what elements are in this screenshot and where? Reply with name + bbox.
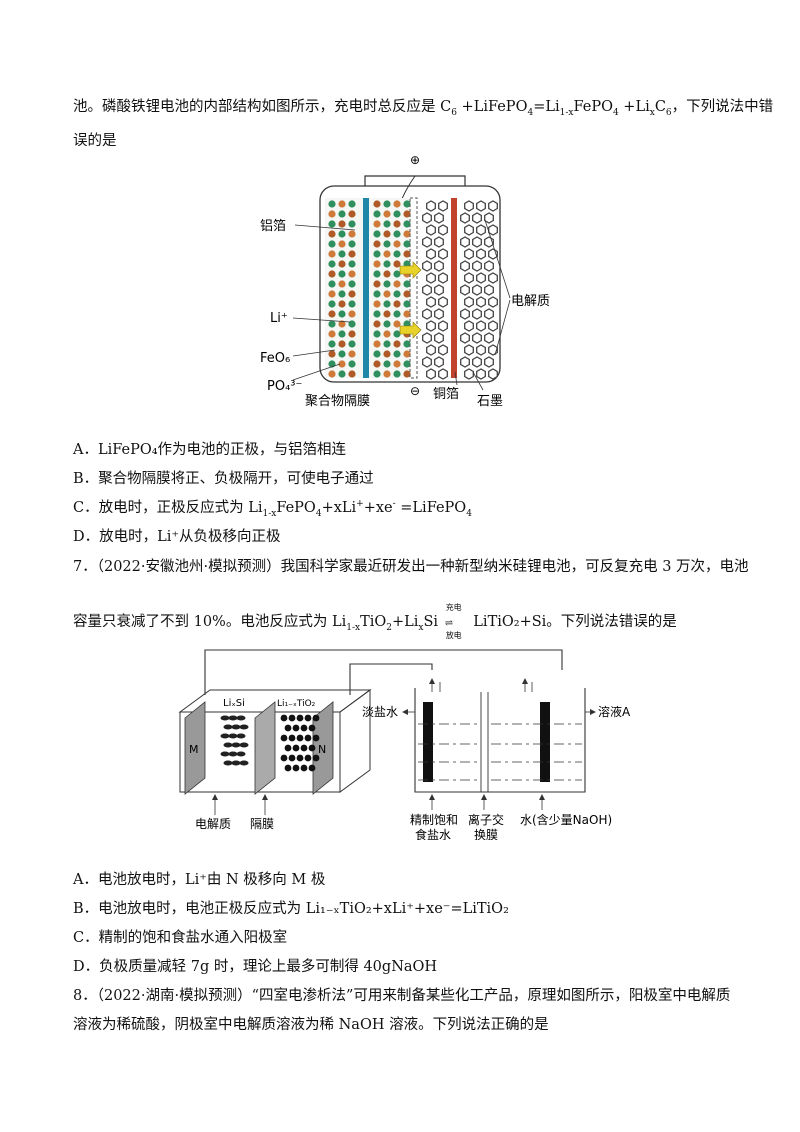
- refined-brine-label-2: 食盐水: [415, 827, 451, 840]
- electrolyte-label: 电解质: [511, 294, 550, 309]
- separator-label: 隔膜: [250, 817, 274, 831]
- electrolyte-label: 电解质: [195, 817, 231, 831]
- separator-label: 聚合物隔膜: [305, 394, 370, 409]
- q7-option-b: B．电池放电时，电池正极反应式为 Li₁₋ₓTiO₂+xLi⁺+xe⁻=LiTi…: [73, 901, 509, 917]
- q8-stem-line-1: 8．（2022·湖南·模拟预测）“四室电渗析法”可用来制备某些化工产品，原理如图…: [73, 988, 731, 1004]
- po4-label: PO₄³⁻: [267, 379, 302, 394]
- li1xtio2-label: Li₁₋ₓTiO₂: [277, 699, 316, 709]
- li-ion-label: Li⁺: [270, 311, 288, 326]
- n-electrode-label: N: [318, 743, 326, 756]
- solution-a-label: 溶液A: [598, 704, 630, 719]
- graphite-label: 石墨: [477, 394, 503, 409]
- ion-membrane-label-1: 离子交: [468, 812, 504, 827]
- q7-option-a: A．电池放电时，Li⁺由 N 极移向 M 极: [73, 872, 326, 888]
- aluminium-foil: [363, 198, 369, 378]
- q7-stem-line-1: 7．（2022·安徽池州·模拟预测）我国科学家最近研发出一种新型纳米硅锂电池，可…: [73, 559, 749, 575]
- water-label: 水(含少量NaOH): [520, 812, 612, 827]
- lixsi-label: LiₓSi: [223, 698, 245, 709]
- q8-stem-line-2: 溶液为稀硫酸，阴极室中电解质溶液为稀 NaOH 溶液。下列说法正确的是: [73, 1017, 549, 1033]
- dilute-brine-label: 淡盐水: [362, 705, 398, 719]
- q6-option-d: D．放电时，Li⁺从负极移向正极: [73, 529, 281, 545]
- copper-foil: [451, 198, 457, 378]
- minus-terminal-icon: ⊖: [410, 384, 420, 398]
- polymer-separator: [409, 197, 418, 379]
- m-electrode-label: M: [189, 743, 199, 756]
- q6-intro-line-1: 池。磷酸铁锂电池的内部结构如图所示，充电时总反应是 C6 +LiFePO4=Li…: [73, 99, 774, 118]
- q6-option-b: B．聚合物隔膜将正、负极隔开，可使电子通过: [73, 471, 374, 487]
- q7-stem-line-2: 容量只衰减了不到 10%。电池反应式为 Li1-xTiO2+LixSi 充电 ⇌…: [73, 603, 677, 640]
- refined-brine-label-1: 精制饱和: [410, 812, 458, 827]
- anode-bar: [423, 702, 433, 782]
- plus-terminal-icon: ⊕: [410, 153, 420, 167]
- q6-intro-line-2: 误的是: [73, 133, 117, 149]
- lifepo4-battery-diagram: ⊕ ⊖ 铝箔 Li⁺ FeO₆ PO₄³⁻ 聚合物隔膜 铜箔 石墨 电解质: [260, 153, 550, 409]
- q6-option-a: A．LiFePO₄作为电池的正极，与铝箔相连: [73, 442, 347, 458]
- ion-membrane-label-2: 换膜: [474, 828, 498, 840]
- q7-option-c: C．精制的饱和食盐水通入阳极室: [73, 930, 288, 946]
- cu-foil-label: 铜箔: [433, 386, 459, 402]
- al-foil-label: 铝箔: [260, 218, 286, 234]
- q7-option-d: D．负极质量减轻 7g 时，理论上最多可制得 40gNaOH: [73, 959, 438, 975]
- q6-option-c: C．放电时，正极反应式为 Li1-xFePO4+xLi++xe- =LiFePO…: [73, 499, 472, 519]
- si-li-electrolysis-diagram: M N LiₓSi Li₁₋ₓTiO₂ 电解质 隔膜 淡盐水 溶液A: [178, 649, 630, 840]
- cathode-bar: [540, 702, 550, 782]
- feo6-label: FeO₆: [260, 351, 290, 366]
